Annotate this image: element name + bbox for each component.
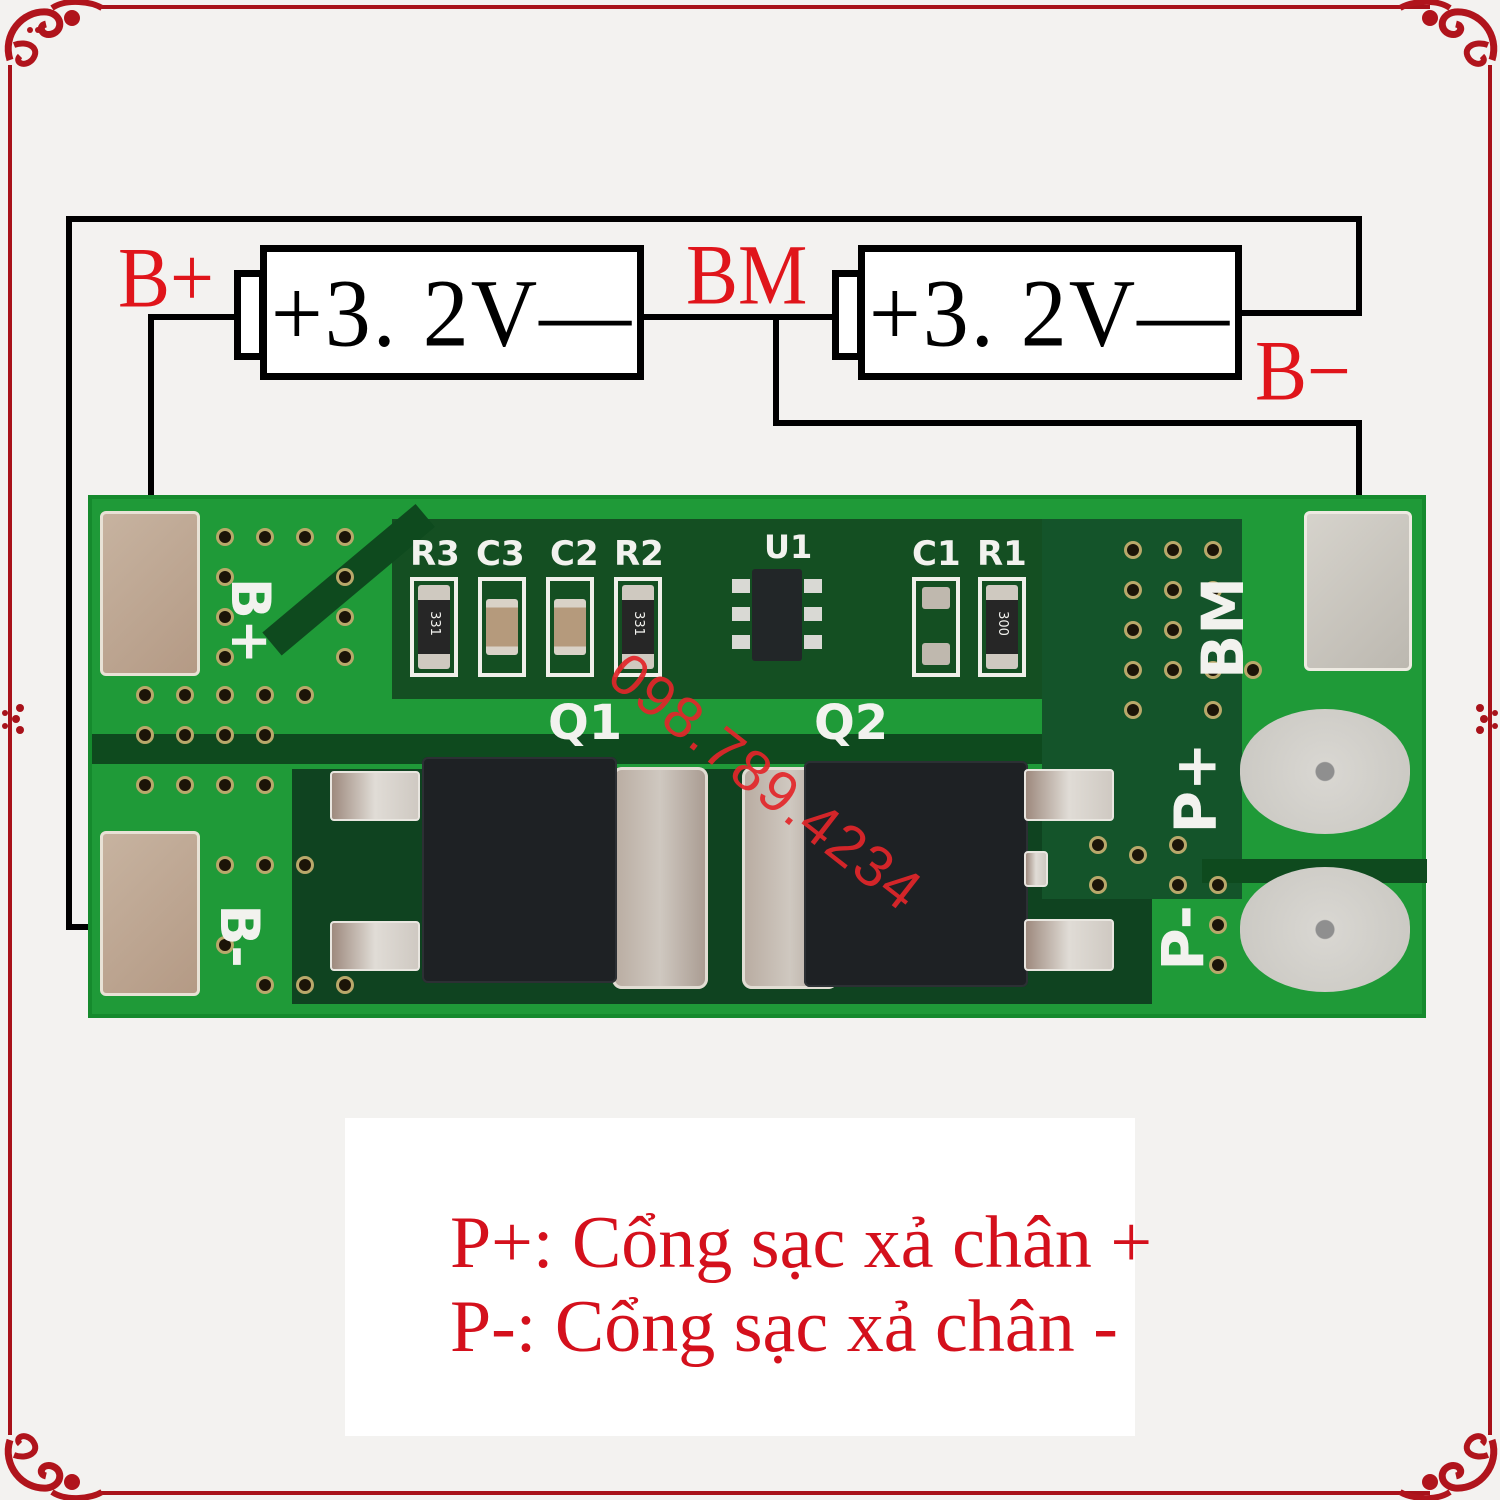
wire-right-top-down	[1356, 216, 1362, 316]
mosfet-q2	[804, 761, 1028, 987]
silk-c1: C1	[912, 534, 961, 574]
pad-b-plus[interactable]	[100, 511, 200, 676]
frame-bottom-line	[100, 1491, 1430, 1495]
silk-p-minus: P-	[1148, 905, 1217, 971]
wire-cell2-neg	[1238, 310, 1362, 316]
cell-1: +3. 2V—	[260, 245, 644, 380]
u1-pin	[732, 607, 750, 621]
pin-legend: P+: Cổng sạc xả chân + P-: Cổng sạc xả c…	[345, 1118, 1152, 1436]
u1-pin	[804, 579, 822, 593]
capacitor-c3	[486, 599, 518, 655]
side-ornament-right-icon	[1476, 704, 1498, 734]
cell-2-label: +3. 2V—	[868, 258, 1232, 367]
resistor-r3-code: 331	[426, 611, 442, 636]
pad-p-plus[interactable]	[1240, 709, 1410, 834]
q1-drain-tab	[612, 767, 708, 989]
frame-top-line	[100, 5, 1430, 9]
footprint-r1	[978, 577, 1026, 677]
silk-bm: BM	[1188, 577, 1257, 679]
wire-top-loop	[66, 216, 1362, 222]
capacitor-c2	[554, 599, 586, 655]
pad-b-minus[interactable]	[100, 831, 200, 996]
silk-r2: R2	[614, 534, 664, 574]
wire-left-down	[66, 216, 72, 930]
mosfet-q1	[422, 757, 617, 983]
q1-lead-top	[330, 771, 420, 821]
cell-1-label: +3. 2V—	[270, 258, 634, 367]
resistor-r3	[418, 585, 450, 669]
wire-cell1-to-cell2	[638, 314, 838, 320]
q1-lead-bottom	[330, 921, 420, 971]
u1-pin	[732, 635, 750, 649]
u1-pin	[804, 635, 822, 649]
silk-p-plus: P+	[1161, 742, 1230, 834]
node-label-b-minus: B−	[1255, 322, 1352, 419]
silk-c2: C2	[550, 534, 599, 574]
footprint-c3	[478, 577, 526, 677]
wire-bm-to-pad	[1356, 420, 1362, 524]
wire-bplus-down	[148, 314, 154, 578]
footprint-r2	[614, 577, 662, 677]
q2-lead-top	[1024, 769, 1114, 821]
silk-u1: U1	[764, 528, 813, 566]
silk-q2: Q2	[814, 695, 889, 751]
footprint-r3	[410, 577, 458, 677]
legend-p-plus: P+: Cổng sạc xả chân +	[450, 1202, 1153, 1284]
resistor-r2-code: 331	[630, 611, 646, 636]
frame-right-line	[1488, 65, 1492, 1435]
capacitor-c1	[922, 587, 950, 609]
trace-dark-band-mid	[92, 734, 1192, 764]
node-label-bm: BM	[686, 226, 808, 323]
silk-q1: Q1	[548, 695, 623, 751]
resistor-r1	[986, 585, 1018, 669]
frame-left-line	[8, 65, 12, 1435]
side-ornament-left-icon	[2, 704, 24, 734]
protection-pcb: B+ B- BM P+ P- R3 C3 C2 R2 U1 C1 R1 Q1 Q…	[88, 495, 1427, 1018]
corner-ornament-bottom-left-icon	[4, 1433, 104, 1500]
capacitor-c1-pad-2	[922, 643, 950, 665]
corner-ornament-top-left-icon	[4, 0, 104, 67]
silk-c3: C3	[476, 534, 525, 574]
resistor-r2	[622, 585, 654, 669]
ic-u1	[752, 569, 802, 661]
footprint-c1	[912, 577, 960, 677]
u1-pin	[732, 579, 750, 593]
corner-ornament-top-right-icon	[1398, 0, 1498, 67]
wire-bm-horizontal	[773, 420, 1362, 426]
wire-bm-down	[773, 314, 779, 426]
u1-pin	[804, 607, 822, 621]
footprint-c2	[546, 577, 594, 677]
silk-r1: R1	[977, 534, 1027, 574]
legend-p-minus: P-: Cổng sạc xả chân -	[450, 1286, 1118, 1368]
pad-bm[interactable]	[1304, 511, 1412, 671]
q2-lead-mid	[1024, 851, 1048, 887]
resistor-r1-code: 300	[994, 611, 1010, 636]
node-label-b-plus: B+	[118, 229, 215, 326]
corner-ornament-bottom-right-icon	[1398, 1433, 1498, 1500]
pad-p-minus[interactable]	[1240, 867, 1410, 992]
cell-2: +3. 2V—	[858, 245, 1242, 380]
wire-bplus-horizontal	[148, 314, 244, 320]
q2-lead-bottom	[1024, 919, 1114, 971]
silk-b-plus: B+	[219, 577, 283, 665]
silk-b-minus: B-	[207, 904, 271, 968]
silk-r3: R3	[410, 534, 460, 574]
